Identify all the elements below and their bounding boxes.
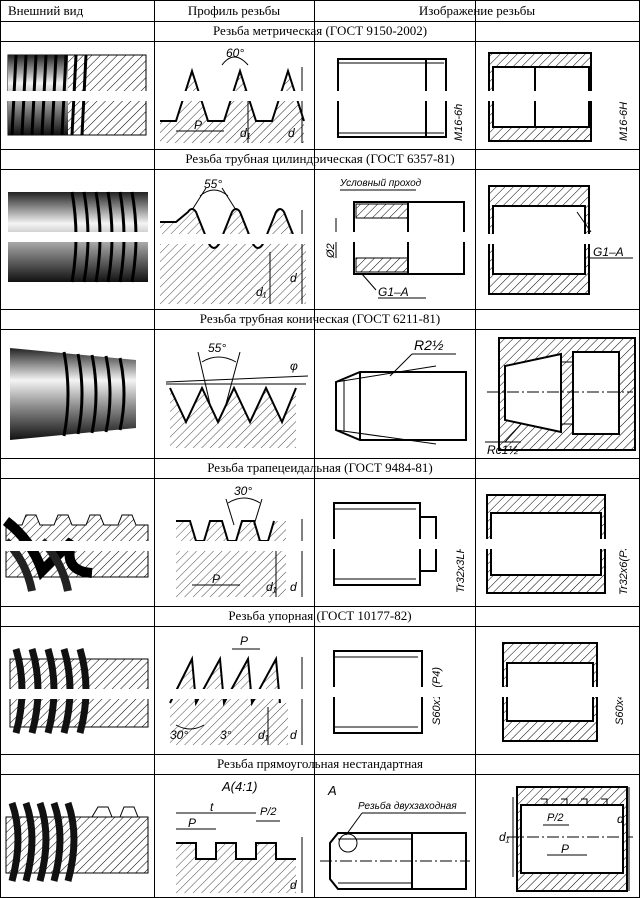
rect-pitch-label: P bbox=[188, 816, 196, 830]
metric-appearance-image bbox=[2, 43, 152, 147]
metric-d-label: d bbox=[288, 126, 295, 140]
buttress-internal-image: S60x4 bbox=[477, 629, 637, 751]
rect-detail-label: A(4:1) bbox=[221, 779, 257, 794]
grid-line bbox=[0, 169, 640, 170]
grid-line bbox=[0, 774, 640, 775]
buttress-internal-designation: S60x4 bbox=[614, 694, 626, 725]
trap-d-label: d bbox=[290, 580, 297, 594]
header-image: Изображение резьбы bbox=[418, 3, 536, 18]
pipe-con-external-image: R2½ bbox=[316, 332, 473, 456]
grid-line bbox=[314, 0, 315, 898]
pipe-cyl-d-label: d bbox=[290, 271, 297, 285]
rect-internal-half-pitch-label: P/2 bbox=[547, 812, 564, 824]
pipe-cyl-internal-image: G1–A bbox=[477, 172, 637, 306]
metric-d1-label: d₁ bbox=[240, 126, 251, 140]
section-title-buttress: Резьба упорная (ГОСТ 10177-82) bbox=[228, 608, 412, 623]
grid-line bbox=[0, 149, 640, 150]
grid-line bbox=[0, 21, 640, 22]
pipe-cyl-diameter-label: Ø2 bbox=[325, 243, 337, 259]
metric-pitch-label: P bbox=[194, 118, 202, 132]
pipe-cyl-d1-label: d₁ bbox=[256, 285, 267, 299]
grid-line bbox=[0, 458, 640, 459]
trap-internal-image: Tr32x6(P3) bbox=[477, 481, 637, 603]
grid-line bbox=[0, 0, 1, 898]
rect-internal-image: d₁ P/2 P d bbox=[477, 777, 637, 895]
pipe-con-appearance-image bbox=[2, 332, 152, 456]
buttress-appearance-image bbox=[2, 629, 152, 751]
metric-profile-diagram: 60° P d₁ d bbox=[156, 43, 312, 147]
trap-pitch-label: P bbox=[212, 572, 220, 586]
section-title-metric: Резьба метрическая (ГОСТ 9150-2002) bbox=[212, 23, 428, 38]
rect-internal-pitch-label: P bbox=[561, 842, 569, 856]
grid-line bbox=[475, 0, 476, 898]
buttress-d-label: d bbox=[290, 728, 297, 742]
rect-double-start-label: Резьба двухзаходная bbox=[358, 800, 457, 812]
buttress-d1-label: d₁ bbox=[258, 728, 269, 742]
grid-line bbox=[0, 41, 640, 42]
section-title-pipe-conical: Резьба трубная коническая (ГОСТ 6211-81) bbox=[199, 311, 441, 326]
trap-internal-designation: Tr32x6(P3) bbox=[618, 540, 630, 595]
trap-appearance-image bbox=[2, 481, 152, 603]
rect-profile-diagram: A(4:1) t P P/2 d bbox=[156, 777, 312, 895]
pipe-con-profile-diagram: 55° φ bbox=[156, 332, 312, 456]
buttress-small-angle-label: 3° bbox=[220, 728, 232, 742]
section-title-rectangular: Резьба прямоугольная нестандартная bbox=[216, 756, 424, 771]
section-title-trapezoidal: Резьба трапецеидальная (ГОСТ 9484-81) bbox=[207, 460, 433, 475]
metric-internal-designation: M16-6H bbox=[618, 102, 630, 141]
pipe-cyl-external-designation: G1–A bbox=[378, 285, 409, 299]
grid-line bbox=[154, 0, 155, 898]
buttress-pitch-label: P bbox=[240, 634, 248, 648]
buttress-angle-label: 30° bbox=[170, 728, 188, 742]
metric-internal-image: M16-6H bbox=[477, 43, 637, 147]
trap-profile-diagram: 30° P d₁ d bbox=[156, 481, 312, 603]
metric-external-image: M16-6h bbox=[316, 43, 473, 147]
pipe-cyl-nominal-bore-label: Условный проход bbox=[339, 178, 422, 189]
rect-d-label: d bbox=[290, 878, 297, 892]
header-appearance: Внешний вид bbox=[8, 3, 84, 18]
section-title-pipe-cylindrical: Резьба трубная цилиндрическая (ГОСТ 6357… bbox=[185, 151, 455, 166]
buttress-external-image: S60x12(P4) bbox=[316, 629, 473, 751]
pipe-cyl-angle-label: 55° bbox=[204, 177, 222, 191]
metric-external-designation: M16-6h bbox=[453, 104, 465, 141]
rect-internal-d-label: d bbox=[617, 812, 624, 826]
trap-external-designation: Tr32x3LH bbox=[455, 545, 467, 593]
header-profile: Профиль резьбы bbox=[187, 3, 281, 18]
pipe-cyl-appearance-image bbox=[2, 172, 152, 306]
grid-line bbox=[0, 754, 640, 755]
metric-angle-label: 60° bbox=[226, 46, 244, 60]
pipe-cyl-internal-designation: G1–A bbox=[593, 245, 624, 259]
grid-line bbox=[0, 626, 640, 627]
grid-line bbox=[0, 329, 640, 330]
grid-line bbox=[0, 478, 640, 479]
rect-appearance-image bbox=[2, 777, 152, 895]
pipe-con-internal-image: Rc1½ bbox=[477, 332, 637, 456]
trap-d1-label: d₁ bbox=[266, 580, 277, 594]
rect-detail-marker: A bbox=[327, 783, 337, 798]
trap-angle-label: 30° bbox=[234, 484, 252, 498]
rect-internal-d1-label: d₁ bbox=[499, 830, 510, 844]
rect-half-pitch-label: P/2 bbox=[260, 806, 277, 818]
pipe-con-internal-designation: Rc1½ bbox=[487, 443, 518, 456]
pipe-con-angle-label: 55° bbox=[208, 341, 226, 355]
grid-line bbox=[0, 606, 640, 607]
grid-line bbox=[0, 0, 640, 1]
pipe-cyl-profile-diagram: 55° d₁ d bbox=[156, 172, 312, 306]
grid-line bbox=[0, 309, 640, 310]
trap-external-image: Tr32x3LH bbox=[316, 481, 473, 603]
pipe-con-external-designation: R2½ bbox=[414, 337, 444, 353]
pipe-cyl-external-image: Условный проход Ø2 G1–A bbox=[316, 172, 473, 306]
pipe-con-taper-label: φ bbox=[290, 359, 298, 373]
rect-lead-label: t bbox=[210, 800, 214, 814]
rect-external-image: A Резьба двухзаходная bbox=[316, 777, 473, 895]
buttress-profile-diagram: P 30° 3° d₁ d bbox=[156, 629, 312, 751]
